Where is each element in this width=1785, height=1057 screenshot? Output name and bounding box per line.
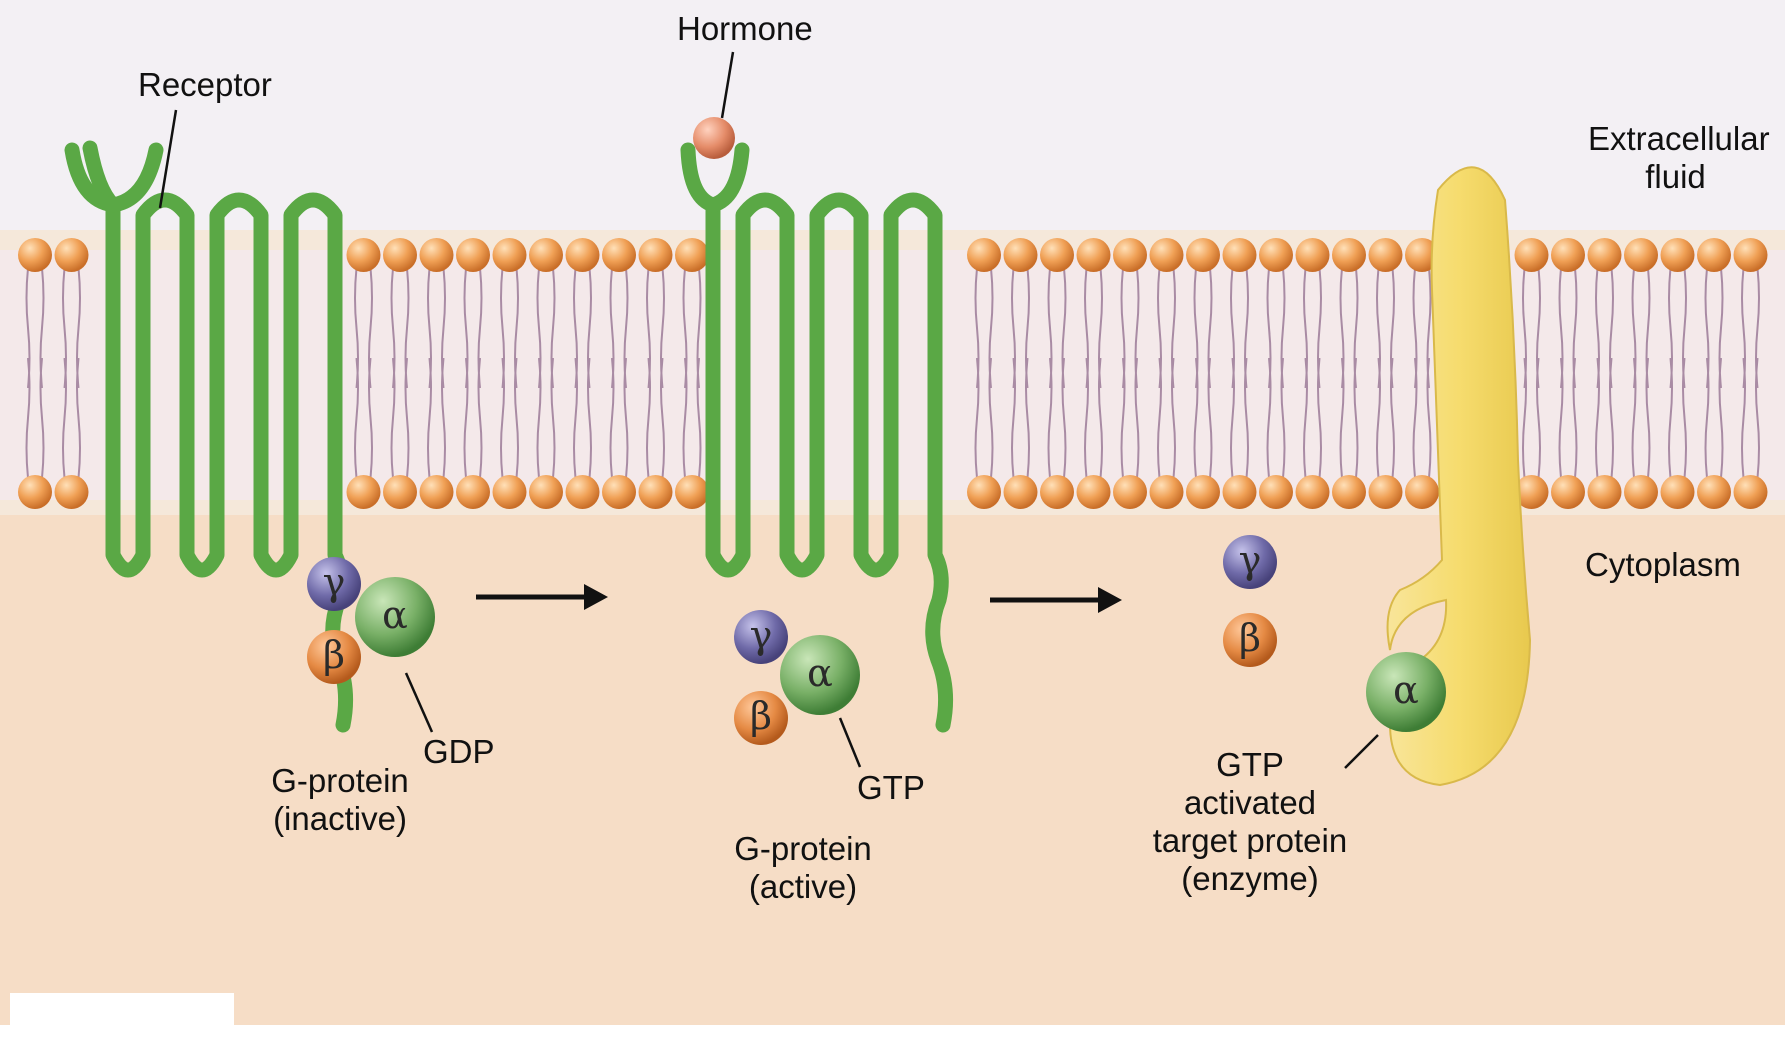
blank-corner [10,993,234,1057]
phospholipid-head [1259,238,1293,272]
phospholipid-head [1734,475,1768,509]
phospholipid-head [639,475,673,509]
alpha-label-bound: α [1383,668,1429,712]
phospholipid-head [1113,475,1147,509]
phospholipid-head [967,475,1001,509]
beta-label-free: β [1230,616,1270,660]
phospholipid-head [55,475,89,509]
phospholipid-head [1004,475,1038,509]
g-protein-active-label: G-protein (active) [728,830,878,906]
phospholipid-head [1515,238,1549,272]
g-protein-inactive-label: G-protein (inactive) [265,762,415,838]
phospholipid-head [1697,475,1731,509]
phospholipid-head [55,238,89,272]
phospholipid-head [456,475,490,509]
phospholipid-head [529,238,563,272]
phospholipid-head [1369,475,1403,509]
phospholipid-head [566,475,600,509]
phospholipid-head [456,238,490,272]
phospholipid-head [1332,475,1366,509]
phospholipid-head [602,475,636,509]
extracellular-fluid-label: Extracellular fluid [1588,120,1763,196]
phospholipid-head [1150,238,1184,272]
phospholipid-head [1588,475,1622,509]
phospholipid-head [1551,238,1585,272]
gtp-label: GTP [857,769,925,807]
phospholipid-head [1551,475,1585,509]
beta-label-inactive: β [314,633,354,677]
gamma-label-free: γ [1230,538,1270,582]
phospholipid-head [18,238,52,272]
phospholipid-head [967,238,1001,272]
gamma-label-active: γ [741,613,781,657]
receptor-label: Receptor [138,66,272,104]
phospholipid-head [1186,475,1220,509]
phospholipid-head [1624,238,1658,272]
cytoplasm-label: Cytoplasm [1585,546,1741,584]
phospholipid-head [420,475,454,509]
phospholipid-head [383,238,417,272]
alpha-label-active: α [797,651,843,695]
phospholipid-head [1040,238,1074,272]
phospholipid-head [1661,475,1695,509]
phospholipid-head [1369,238,1403,272]
phospholipid-head [1661,238,1695,272]
gamma-label-inactive: γ [314,560,354,604]
phospholipid-head [1077,475,1111,509]
phospholipid-head [1588,238,1622,272]
phospholipid-head [1259,475,1293,509]
phospholipid-head [1296,238,1330,272]
phospholipid-head [18,475,52,509]
phospholipid-head [420,238,454,272]
hormone-label: Hormone [677,10,813,48]
phospholipid-head [602,238,636,272]
phospholipid-head [1113,238,1147,272]
phospholipid-head [566,238,600,272]
phospholipid-head [1223,238,1257,272]
phospholipid-head [493,475,527,509]
gdp-label: GDP [423,733,495,771]
phospholipid-head [1697,238,1731,272]
beta-label-active: β [741,694,781,738]
hormone-molecule [693,117,735,159]
phospholipid-head [347,238,381,272]
phospholipid-head [1296,475,1330,509]
phospholipid-head [529,475,563,509]
phospholipid-head [639,238,673,272]
phospholipid-head [383,475,417,509]
gtp-activated-target-label: GTP activated target protein (enzyme) [1150,746,1350,898]
phospholipid-head [1186,238,1220,272]
phospholipid-head [1150,475,1184,509]
phospholipid-head [1405,475,1439,509]
phospholipid-head [1077,238,1111,272]
phospholipid-head [675,475,709,509]
phospholipid-head [1332,238,1366,272]
phospholipid-head [347,475,381,509]
phospholipid-head [675,238,709,272]
phospholipid-head [1223,475,1257,509]
extracellular-region [0,0,1785,230]
alpha-label-inactive: α [372,593,418,637]
phospholipid-head [493,238,527,272]
phospholipid-head [1734,238,1768,272]
phospholipid-head [1004,238,1038,272]
phospholipid-head [1040,475,1074,509]
page-edge [0,1025,1785,1057]
phospholipid-head [1624,475,1658,509]
